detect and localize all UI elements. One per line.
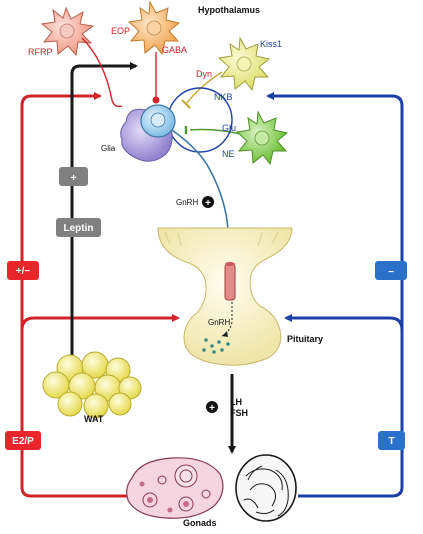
fsh-label: FSH xyxy=(230,408,248,418)
glu-ne-neuron xyxy=(184,110,289,166)
svg-text:+: + xyxy=(209,403,215,414)
glu-label: Glu xyxy=(222,123,236,133)
nkb-label: NKB xyxy=(214,92,233,102)
svg-text:+: + xyxy=(71,173,77,184)
lh-label: LH xyxy=(230,397,242,407)
plus-box: + xyxy=(59,167,88,186)
rfrp-neuron xyxy=(40,6,123,108)
red-pituitary-branch xyxy=(20,314,180,331)
eop-label: EOP xyxy=(111,26,130,36)
testis xyxy=(235,454,297,522)
kiss1-neuron xyxy=(181,36,271,109)
ovary xyxy=(126,457,224,519)
svg-text:E2/P: E2/P xyxy=(12,436,34,447)
blue-pituitary-branch xyxy=(284,314,404,331)
svg-text:+: + xyxy=(205,198,211,209)
gaba-label: GABA xyxy=(162,45,187,55)
blue-feedback-loop xyxy=(266,92,404,498)
minus-box: − xyxy=(375,261,407,280)
t-box: T xyxy=(378,431,405,450)
plus-minus-box: +/− xyxy=(7,261,39,280)
hypothalamus-label: Hypothalamus xyxy=(198,5,260,15)
svg-text:−: − xyxy=(388,267,394,278)
svg-text:T: T xyxy=(388,436,394,447)
gonads-label: Gonads xyxy=(183,518,217,528)
eop-gaba-neuron xyxy=(127,0,181,104)
gnrh-label: GnRH xyxy=(176,198,198,207)
pituitary-label: Pituitary xyxy=(287,334,323,344)
e2p-box: E2/P xyxy=(5,431,41,450)
wat-adipocytes xyxy=(42,351,142,419)
glia-label: Glia xyxy=(101,144,116,153)
kiss1-label: Kiss1 xyxy=(260,39,282,49)
leptin-box: Leptin xyxy=(56,218,101,237)
dyn-label: Dyn xyxy=(196,69,212,79)
gnrh-plus-sign: + xyxy=(202,196,214,209)
rfrp-label: RFRP xyxy=(28,47,53,57)
svg-text:Leptin: Leptin xyxy=(64,223,94,234)
svg-text:+/−: +/− xyxy=(16,266,31,277)
pituitary-gland xyxy=(157,227,293,366)
lh-fsh-plus-sign: + xyxy=(206,401,218,414)
leptin-path xyxy=(70,62,138,358)
red-feedback-loop xyxy=(20,92,128,498)
wat-label: WAT xyxy=(84,414,104,424)
ne-label: NE xyxy=(222,149,235,159)
gnrh-pituitary-label: GnRH xyxy=(208,318,230,327)
